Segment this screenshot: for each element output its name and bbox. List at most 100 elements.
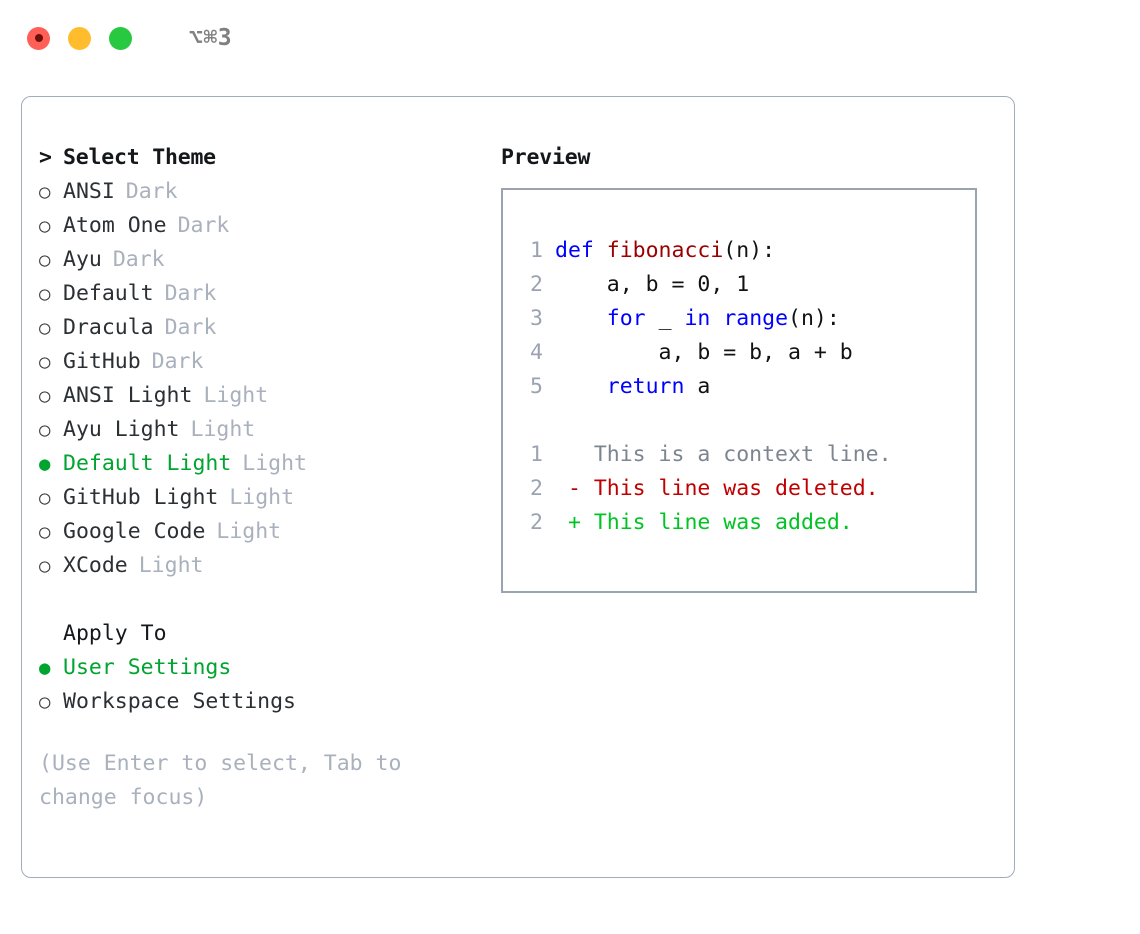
traffic-lights	[27, 26, 132, 50]
prompt-caret-icon: >	[39, 145, 52, 170]
code-line: 2 a, b = 0, 1	[517, 268, 975, 302]
apply-to-option[interactable]: ○Workspace Settings	[39, 689, 487, 723]
diff-line-content: + This line was added.	[555, 510, 853, 535]
theme-category-label: Light	[216, 519, 282, 544]
code-line: 4 a, b = b, a + b	[517, 336, 975, 370]
apply-to-option-label: Workspace Settings	[63, 689, 296, 714]
code-token: return	[606, 374, 685, 399]
close-button[interactable]	[27, 26, 50, 50]
theme-name-label: GitHub Light	[63, 485, 219, 510]
code-token: in	[684, 306, 711, 331]
radio-unselected-icon: ○	[39, 419, 51, 441]
keyboard-hint: (Use Enter to select, Tab to change focu…	[39, 751, 402, 810]
diff-sample: 1 This is a context line. 2 - This line w…	[517, 438, 975, 540]
theme-name-label: Default Light	[63, 451, 232, 476]
theme-category-label: Dark	[112, 247, 165, 272]
code-token: a, b = b, a + b	[555, 340, 853, 365]
keyboard-shortcut-label: ⌥⌘3	[189, 25, 233, 51]
theme-name-label: Dracula	[63, 315, 154, 340]
theme-name-label: Ayu	[63, 247, 102, 272]
code-token: for	[606, 306, 646, 331]
line-number: 5	[530, 374, 543, 399]
radio-unselected-icon: ○	[39, 385, 51, 407]
radio-unselected-icon: ○	[39, 487, 51, 509]
theme-list-item[interactable]: ○ ANSI Light Light	[39, 383, 487, 417]
diff-line: 1 This is a context line.	[517, 438, 975, 472]
code-line-content: return a	[555, 370, 711, 404]
code-token	[555, 306, 607, 331]
minimize-button[interactable]	[68, 26, 91, 50]
theme-category-label: Light	[190, 417, 256, 442]
theme-category-label: Dark	[125, 179, 178, 204]
radio-unselected-icon: ○	[39, 521, 51, 543]
theme-list-item[interactable]: ● Default Light Light	[39, 451, 487, 485]
radio-unselected-icon: ○	[39, 317, 51, 339]
theme-list-item[interactable]: ○ Default Dark	[39, 281, 487, 315]
code-token	[555, 374, 607, 399]
theme-list-item[interactable]: ○ XCode Light	[39, 553, 487, 587]
theme-name-label: XCode	[63, 553, 128, 578]
line-number: 3	[530, 306, 543, 331]
preview-title: Preview	[501, 145, 591, 170]
apply-to-option-label: User Settings	[63, 655, 232, 680]
theme-list-item[interactable]: ○ Ayu Light Light	[39, 417, 487, 451]
code-token: a	[684, 374, 711, 399]
radio-unselected-icon: ○	[39, 181, 51, 203]
theme-category-label: Dark	[164, 281, 217, 306]
theme-list-item[interactable]: ○ GitHub Dark	[39, 349, 487, 383]
list-spacer	[39, 587, 487, 621]
theme-list-item[interactable]: ○ ANSI Dark	[39, 179, 487, 213]
theme-name-label: Atom One	[63, 213, 167, 238]
diff-line-content: This is a context line.	[555, 442, 892, 467]
theme-name-label: Ayu Light	[63, 417, 180, 442]
radio-unselected-icon: ○	[39, 283, 51, 305]
theme-name-label: ANSI Light	[63, 383, 193, 408]
theme-category-label: Light	[138, 553, 204, 578]
theme-list-item[interactable]: ○ Ayu Dark	[39, 247, 487, 281]
radio-unselected-icon: ○	[39, 249, 51, 271]
code-token: _	[645, 306, 685, 331]
diff-line-content: - This line was deleted.	[555, 476, 879, 501]
theme-name-label: GitHub	[63, 349, 141, 374]
theme-category-label: Light	[203, 383, 269, 408]
line-number: 2	[530, 476, 543, 501]
code-line: 5 return a	[517, 370, 975, 404]
radio-unselected-icon: ○	[39, 555, 51, 577]
theme-name-label: ANSI	[63, 179, 115, 204]
maximize-button[interactable]	[109, 26, 132, 50]
theme-category-label: Light	[242, 451, 308, 476]
line-number: 2	[530, 510, 543, 535]
title-bar: ⌥⌘3	[0, 0, 1140, 76]
theme-list-item[interactable]: ○ Atom One Dark	[39, 213, 487, 247]
code-line-content: for _ in range(n):	[555, 302, 840, 336]
code-line: 3 for _ in range(n):	[517, 302, 975, 336]
theme-category-label: Dark	[151, 349, 204, 374]
code-token	[710, 306, 723, 331]
theme-category-label: Dark	[164, 315, 217, 340]
code-token: fibonacci	[606, 238, 724, 263]
code-token: (n):	[788, 306, 840, 331]
select-theme-header-label: Select Theme	[63, 145, 216, 170]
apply-to-option[interactable]: ●User Settings	[39, 655, 487, 689]
select-theme-header: > Select Theme	[39, 145, 487, 179]
radio-unselected-icon: ○	[39, 215, 51, 237]
theme-name-label: Default	[63, 281, 154, 306]
radio-selected-icon: ●	[39, 453, 51, 475]
code-token: def	[555, 238, 607, 263]
line-number: 4	[530, 340, 543, 365]
apply-to-header: ○ Apply To	[39, 621, 487, 655]
theme-list-item[interactable]: ○ Dracula Dark	[39, 315, 487, 349]
code-line-content: a, b = 0, 1	[555, 268, 749, 302]
theme-category-label: Dark	[177, 213, 230, 238]
radio-unselected-icon: ○	[39, 351, 51, 373]
